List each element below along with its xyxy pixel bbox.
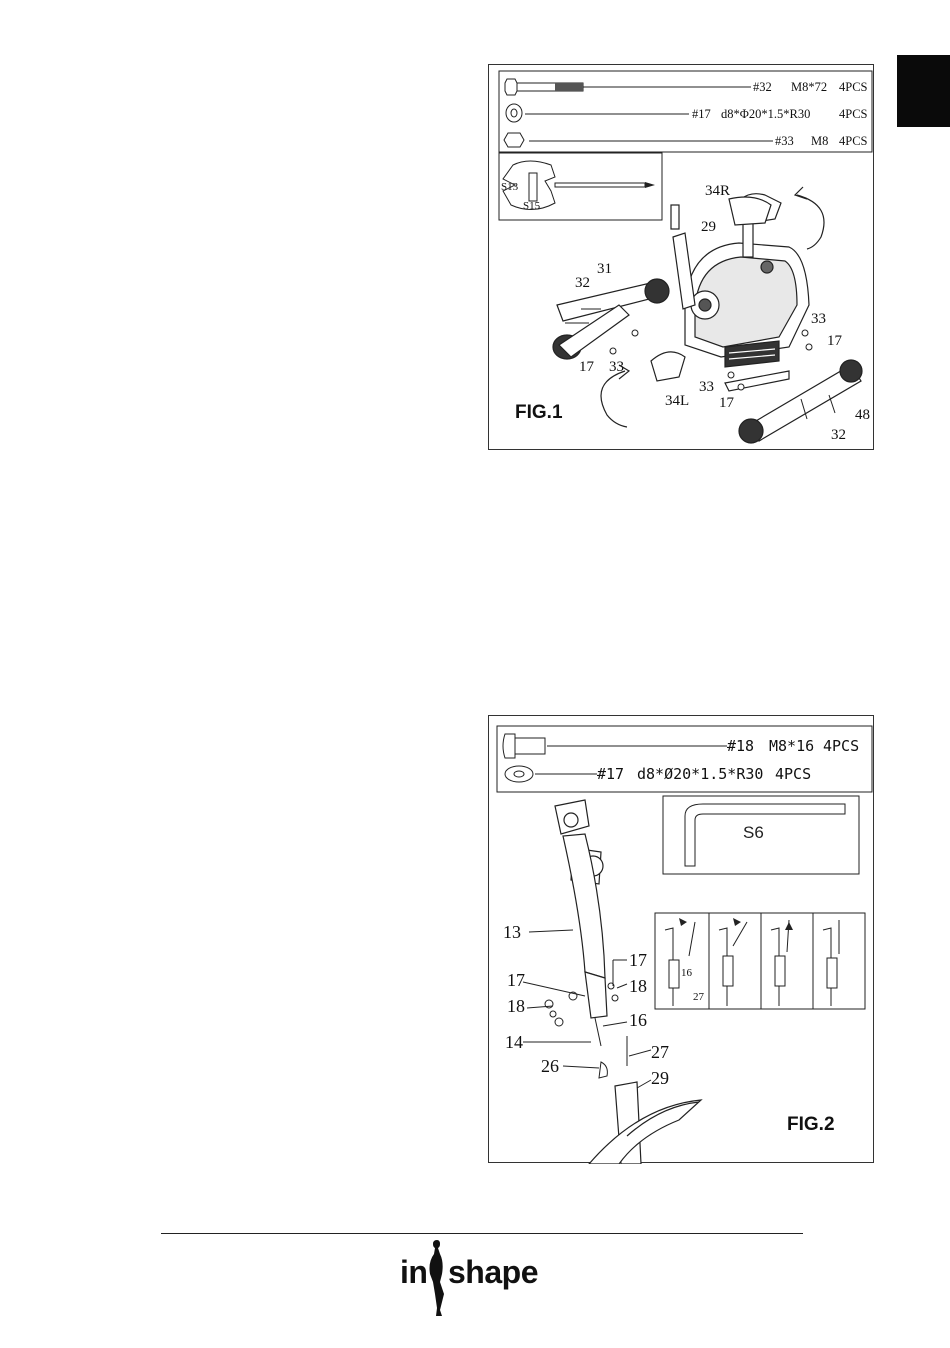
callout-16: 16	[629, 1010, 647, 1030]
inshape-logo: in shape	[400, 1238, 550, 1320]
callout-18-right: 18	[629, 976, 647, 996]
callout-14: 14	[505, 1032, 523, 1052]
fig1-part-33-code: #33	[775, 134, 794, 148]
callout-33-right: 33	[811, 311, 826, 327]
figure-1-drawing: #32 M8*72 4PCS #17 d8*Φ20*1.5*R30 4PCS #…	[489, 65, 875, 451]
fig2-part-17-code: #17	[597, 765, 624, 783]
fig2-part-18-qty: 4PCS	[823, 737, 859, 755]
section-tab	[897, 55, 950, 127]
fig1-part-33-spec: M8	[811, 134, 828, 148]
callout-18-left: 18	[507, 996, 525, 1016]
tool-size-s6: S6	[743, 823, 764, 842]
figure-2-label: FIG.2	[787, 1114, 835, 1135]
callout-33-bottom: 33	[699, 379, 714, 395]
fig1-part-32-code: #32	[753, 80, 772, 94]
fig1-part-32-spec: M8*72	[791, 80, 827, 94]
logo-text-shape: shape	[448, 1254, 538, 1291]
figure-2-panel: #18 M8*16 4PCS #17 d8*Ø20*1.5*R30 4PCS S…	[488, 715, 874, 1163]
tool-size-s13: S13	[501, 181, 519, 193]
callout-31: 31	[597, 261, 612, 277]
callout-26: 26	[541, 1056, 559, 1076]
figure-1-label: FIG.1	[515, 402, 563, 423]
washer-17-icon	[506, 104, 522, 122]
fig1-part-17-spec: d8*Φ20*1.5*R30	[721, 107, 810, 121]
fig1-part-17-qty: 4PCS	[839, 107, 868, 121]
fig2-part-17-spec: d8*Ø20*1.5*R30	[637, 765, 763, 783]
callout-17-left: 17	[579, 359, 595, 375]
callout-29: 29	[651, 1068, 669, 1088]
fig1-part-32-qty: 4PCS	[839, 80, 868, 94]
callout-34r: 34R	[705, 183, 730, 199]
callout-17-right: 17	[827, 333, 843, 349]
logo-text-in: in	[400, 1254, 427, 1291]
fig2-part-17-qty: 4PCS	[775, 765, 811, 783]
tool-size-s15: S15	[523, 200, 541, 212]
washer-17-icon	[505, 766, 533, 782]
fig2-part-18-code: #18	[727, 737, 754, 755]
callout-17-left: 17	[507, 970, 525, 990]
figure-2-drawing: #18 M8*16 4PCS #17 d8*Ø20*1.5*R30 4PCS S…	[489, 716, 875, 1164]
fig2-part-18-spec: M8*16	[769, 737, 814, 755]
bolt-18-icon	[503, 734, 545, 758]
callout-29: 29	[701, 219, 716, 235]
callout-34l: 34L	[665, 393, 689, 409]
inset-callout-16: 16	[681, 967, 693, 979]
inset-arrow-icons	[679, 918, 793, 930]
fig1-part-33-qty: 4PCS	[839, 134, 868, 148]
footer-divider	[161, 1233, 803, 1234]
callout-32-top: 32	[575, 275, 590, 291]
callout-27: 27	[651, 1042, 669, 1062]
inset-callout-27: 27	[693, 991, 705, 1003]
callout-17-bottom: 17	[719, 395, 735, 411]
callout-48: 48	[855, 407, 870, 423]
figure-silhouette-icon	[426, 1238, 450, 1318]
fig1-part-17-code: #17	[692, 107, 711, 121]
bolt-32-icon	[505, 79, 583, 95]
callout-32-bottom: 32	[831, 427, 846, 443]
nut-33-icon	[504, 133, 524, 147]
figure-1-panel: #32 M8*72 4PCS #17 d8*Φ20*1.5*R30 4PCS #…	[488, 64, 874, 450]
callout-33-left: 33	[609, 359, 624, 375]
allen-key-icon	[685, 804, 845, 866]
callout-13: 13	[503, 922, 521, 942]
callout-17-right: 17	[629, 950, 647, 970]
